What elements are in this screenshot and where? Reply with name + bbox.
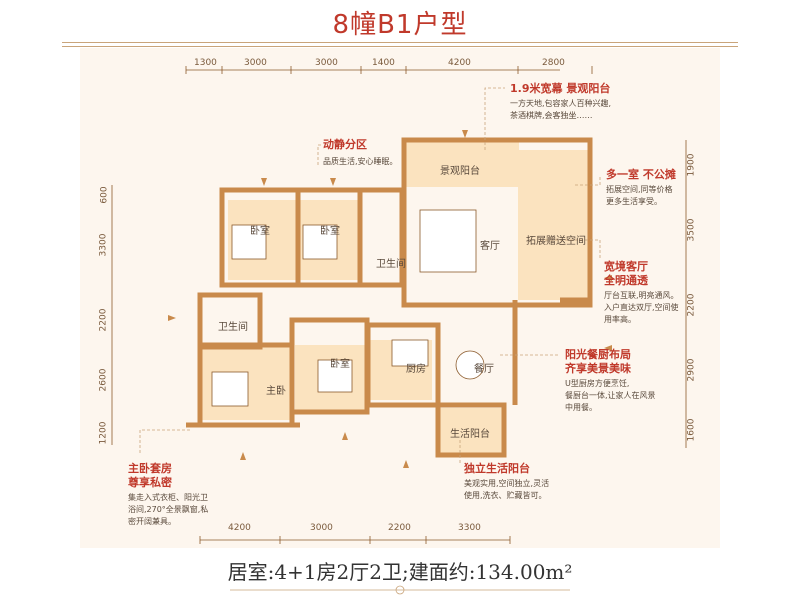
dim-label: 3000 <box>244 58 267 68</box>
dim-label: 1400 <box>372 58 395 68</box>
room-label-bedroom: 卧室 <box>320 226 340 237</box>
dim-label: 1200 <box>98 421 109 445</box>
note-line: 美观实用,空间独立,灵活 <box>464 479 550 488</box>
room-label-living: 客厅 <box>480 241 500 252</box>
dim-label: 2800 <box>542 58 565 68</box>
dim-label: 1600 <box>686 418 697 442</box>
dim-label: 2900 <box>686 358 697 382</box>
dim-label: 4200 <box>228 523 251 533</box>
note-body: 厅台互联,明亮通风。 入户直达双厅,空间使 用率高。 <box>604 290 679 326</box>
note-body: 拓展空间,同等价格 更多生活享受。 <box>606 184 673 208</box>
note-line: 宽境客厅 <box>604 260 648 273</box>
note-line: 主卧套房 <box>128 462 172 475</box>
note-line: 入户直达双厅,空间使 <box>604 303 679 312</box>
note-line: 阳光餐厨布局 <box>565 348 631 361</box>
note-line: 厅台互联,明亮通风。 <box>604 291 679 300</box>
note-body: 一方天地,包容家人百种兴趣, 茶酒棋牌,会客独坐…… <box>510 98 611 122</box>
divider <box>62 42 738 43</box>
note-line: 餐厨台一体,让家人在风景 <box>565 391 656 400</box>
note-line: 尊享私密 <box>128 476 172 489</box>
note-title: 多一室 不公摊 <box>606 168 676 181</box>
room-label-bonus: 拓展赠送空间 <box>526 236 586 247</box>
note-body: U型厨房方便烹饪, 餐厨台一体,让家人在风景 中用餐。 <box>565 378 656 414</box>
unit-summary: 居室:4+1房2厅2卫;建面约:134.00m² <box>227 560 573 584</box>
dim-label: 600 <box>99 186 110 204</box>
room-label-balcony: 生活阳台 <box>450 429 490 440</box>
dim-label: 2200 <box>686 293 697 317</box>
dim-label: 1300 <box>194 58 217 68</box>
dim-label: 3000 <box>310 523 333 533</box>
room-label-bath: 卫生间 <box>376 259 406 270</box>
room-label-kitchen: 厨房 <box>406 364 426 375</box>
dim-label: 3000 <box>315 58 338 68</box>
note-line: 全明通透 <box>604 274 648 287</box>
note-body: 品质生活,安心睡眠。 <box>323 156 398 168</box>
room-label-master: 主卧 <box>266 386 286 397</box>
room-label-dining: 餐厅 <box>474 364 494 375</box>
note-line: 中用餐。 <box>565 403 597 412</box>
note-line: 一方天地,包容家人百种兴趣, <box>510 99 612 108</box>
note-line: U型厨房方便烹饪, <box>565 379 630 388</box>
dim-label: 3300 <box>458 523 481 533</box>
dim-label: 3500 <box>686 218 697 242</box>
note-title: 主卧套房 尊享私密 <box>128 462 172 490</box>
dim-label: 2200 <box>388 523 411 533</box>
note-line: 集走入式衣柜、阳光卫 <box>128 493 208 502</box>
note-line: 密开阔兼具。 <box>128 517 176 526</box>
room-label-bath: 卫生间 <box>218 322 248 333</box>
note-title: 动静分区 <box>323 138 367 151</box>
room-label-balcony: 景观阳台 <box>440 166 480 177</box>
dim-label: 1900 <box>686 153 697 177</box>
note-title: 独立生活阳台 <box>464 462 530 475</box>
page-title: 8幢B1户型 <box>332 10 468 40</box>
room-label-bedroom: 卧室 <box>250 226 270 237</box>
note-body: 美观实用,空间独立,灵活 使用,洗衣、贮藏皆可。 <box>464 478 549 502</box>
note-line: 用率高。 <box>604 315 636 324</box>
note-title: 阳光餐厨布局 齐享美景美味 <box>565 348 631 376</box>
dim-label: 2200 <box>98 308 109 332</box>
note-line: 浴间,270°全景飘窗,私 <box>128 505 209 514</box>
note-title: 宽境客厅 全明通透 <box>604 260 648 288</box>
note-title: 1.9米宽幕 景观阳台 <box>510 82 611 95</box>
room-label-bedroom: 卧室 <box>330 359 350 370</box>
note-line: 品质生活,安心睡眠。 <box>323 157 398 166</box>
dim-label: 2600 <box>98 368 109 392</box>
note-line: 茶酒棋牌,会客独坐…… <box>510 111 593 120</box>
dim-label: 4200 <box>448 58 471 68</box>
note-line: 更多生活享受。 <box>606 197 662 206</box>
note-line: 使用,洗衣、贮藏皆可。 <box>464 491 547 500</box>
note-line: 拓展空间,同等价格 <box>606 185 673 194</box>
dim-label: 3300 <box>98 233 109 257</box>
divider <box>62 46 738 47</box>
note-line: 齐享美景美味 <box>565 362 631 375</box>
note-body: 集走入式衣柜、阳光卫 浴间,270°全景飘窗,私 密开阔兼具。 <box>128 492 208 528</box>
floor-plan <box>80 48 720 548</box>
